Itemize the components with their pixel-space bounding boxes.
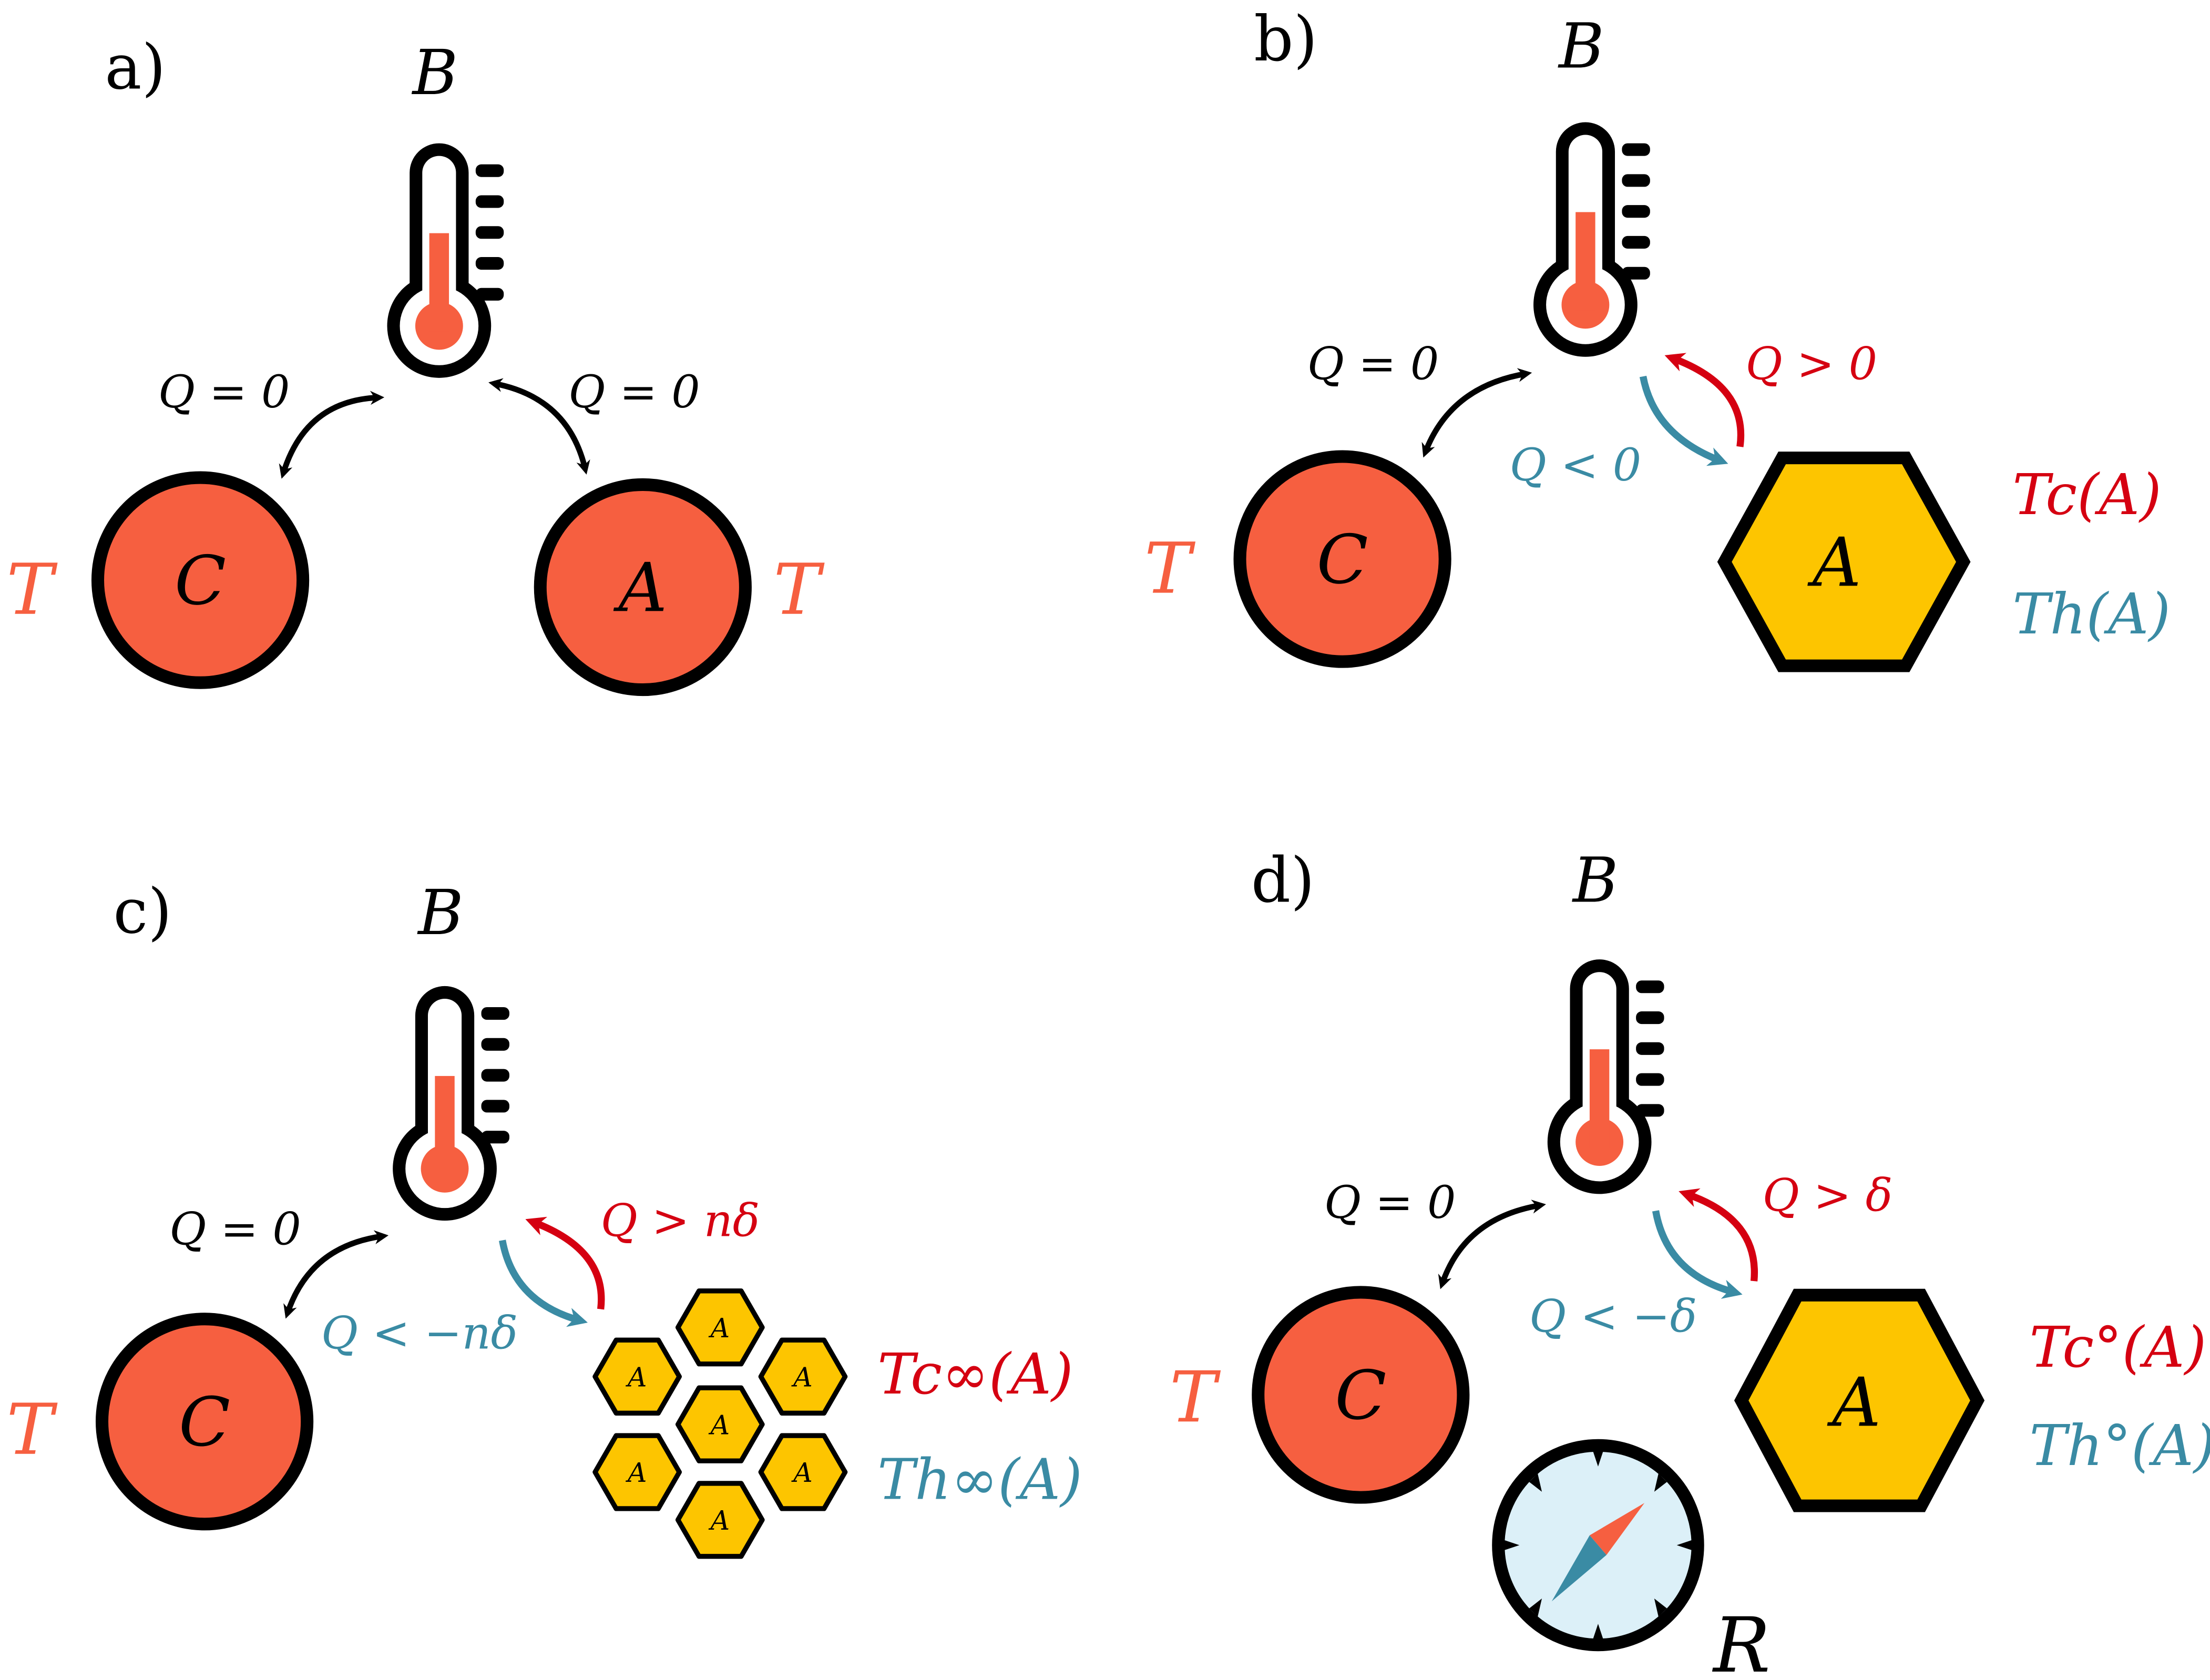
panel-b-left-exchange-arrow (1421, 368, 1532, 458)
thermometer-icon (393, 986, 509, 1221)
cluster-cell: A (678, 1291, 762, 1364)
svg-text:A: A (708, 1313, 730, 1344)
panel-c-temp-hot: Th∞(A) (877, 1447, 1082, 1512)
panel-b-temp-hot: Th(A) (2012, 582, 2171, 647)
panel-c: c) B Q = 0 Q > nδ Q < −nδ C T A A A A A … (6, 875, 1082, 1556)
panel-b-body-c (1233, 450, 1451, 668)
panel-b-left-exchange: Q = 0 (1307, 339, 1439, 391)
panel-a-right-exchange-arrow (488, 378, 590, 475)
svg-text:A: A (708, 1505, 730, 1536)
panel-a-left-exchange-arrow (279, 391, 385, 479)
panel-c-out-flow-arrow (525, 1216, 605, 1310)
panel-c-tag: c) (113, 875, 172, 947)
panel-d-body-c-label: C (1335, 1357, 1386, 1435)
cluster-cell: A (678, 1483, 762, 1556)
panel-d-in-flow-label: Q < −δ (1529, 1290, 1697, 1343)
panel-b-body-c-label: C (1317, 521, 1368, 599)
panel-b-out-flow-label: Q > 0 (1746, 339, 1878, 391)
panel-b-out-flow-arrow (1664, 353, 1745, 447)
panel-b: b) B Q = 0 Q > 0 Q < 0 C T A Tc(A) Th(A) (1144, 3, 2171, 672)
svg-text:A: A (626, 1362, 647, 1393)
panel-c-left-exchange-arrow (283, 1230, 389, 1319)
panel-d-temp-cold: Tc°(A) (2029, 1315, 2206, 1380)
panel-c-out-flow-label: Q > nδ (601, 1195, 760, 1247)
panel-b-in-flow-label: Q < 0 (1510, 439, 1642, 491)
svg-text:A: A (791, 1457, 813, 1488)
svg-text:A: A (626, 1457, 647, 1488)
thermometer-icon (1547, 959, 1664, 1194)
panel-d-body-a (1734, 1288, 1985, 1512)
panel-a: a) B Q = 0 Q = 0 C A T T (6, 31, 825, 696)
cluster-cell: A (595, 1436, 679, 1509)
panel-d-bath-label: B (1572, 845, 1618, 917)
cluster-cell: A (678, 1388, 762, 1461)
panel-d-body-c (1252, 1286, 1470, 1504)
panel-a-body-a (534, 478, 752, 696)
panel-d-temp-hot: Th°(A) (2029, 1413, 2210, 1479)
panel-b-temp-cold: Tc(A) (2012, 463, 2161, 528)
panel-d-out-flow-label: Q > δ (1763, 1170, 1893, 1222)
panel-c-bath-label: B (417, 877, 463, 949)
panel-d-body-a-label: A (1827, 1364, 1881, 1442)
panel-a-body-c-label: C (175, 542, 226, 620)
panel-c-body-c-label: C (179, 1384, 230, 1462)
panel-a-right-exchange: Q = 0 (568, 366, 700, 418)
panel-c-in-flow-arrow (499, 1239, 588, 1327)
panel-a-left-exchange: Q = 0 (158, 366, 290, 418)
panel-a-bath-label: B (412, 37, 458, 109)
panel-a-temp-right: T (773, 549, 825, 631)
panel-b-tag: b) (1254, 3, 1317, 75)
panel-c-in-flow-label: Q < −nδ (321, 1307, 518, 1359)
panel-a-temp-left: T (6, 549, 58, 631)
thermometer-icon (1533, 122, 1650, 357)
panel-d-tag: d) (1251, 845, 1315, 917)
panel-a-tag: a) (105, 31, 166, 103)
panel-d-in-flow-arrow (1652, 1210, 1743, 1299)
panel-c-subsystem-cluster: A A A A A A A (595, 1291, 845, 1556)
svg-text:A: A (791, 1362, 813, 1393)
panel-c-temp-left: T (6, 1389, 58, 1471)
panel-d-temp-left: T (1170, 1356, 1221, 1438)
cluster-cell: A (595, 1340, 679, 1413)
panel-a-body-c (91, 471, 310, 689)
panel-d: d) B Q = 0 Q > δ Q < −δ C T A Tc°(A) Th°… (1170, 845, 2210, 1680)
compass-icon (1492, 1439, 1704, 1652)
panel-d-left-exchange: Q = 0 (1324, 1177, 1456, 1229)
panel-d-out-flow-arrow (1679, 1188, 1758, 1282)
panel-c-body-c (95, 1313, 314, 1531)
panel-b-bath-label: B (1558, 10, 1604, 82)
panel-a-body-a-label: A (613, 549, 668, 627)
cluster-cell: A (761, 1436, 845, 1509)
panel-b-body-a (1717, 452, 1971, 672)
svg-text:A: A (708, 1409, 730, 1440)
panel-c-left-exchange: Q = 0 (169, 1204, 301, 1256)
panel-d-left-exchange-arrow (1438, 1200, 1546, 1289)
panel-b-body-a-label: A (1807, 524, 1861, 602)
panel-b-temp-left: T (1144, 528, 1196, 610)
thermometer-icon (387, 143, 504, 378)
panel-b-in-flow-arrow (1639, 375, 1728, 466)
panel-d-reference-label: R (1712, 1602, 1771, 1680)
cluster-cell: A (761, 1340, 845, 1413)
panel-c-temp-cold: Tc∞(A) (877, 1342, 1073, 1407)
